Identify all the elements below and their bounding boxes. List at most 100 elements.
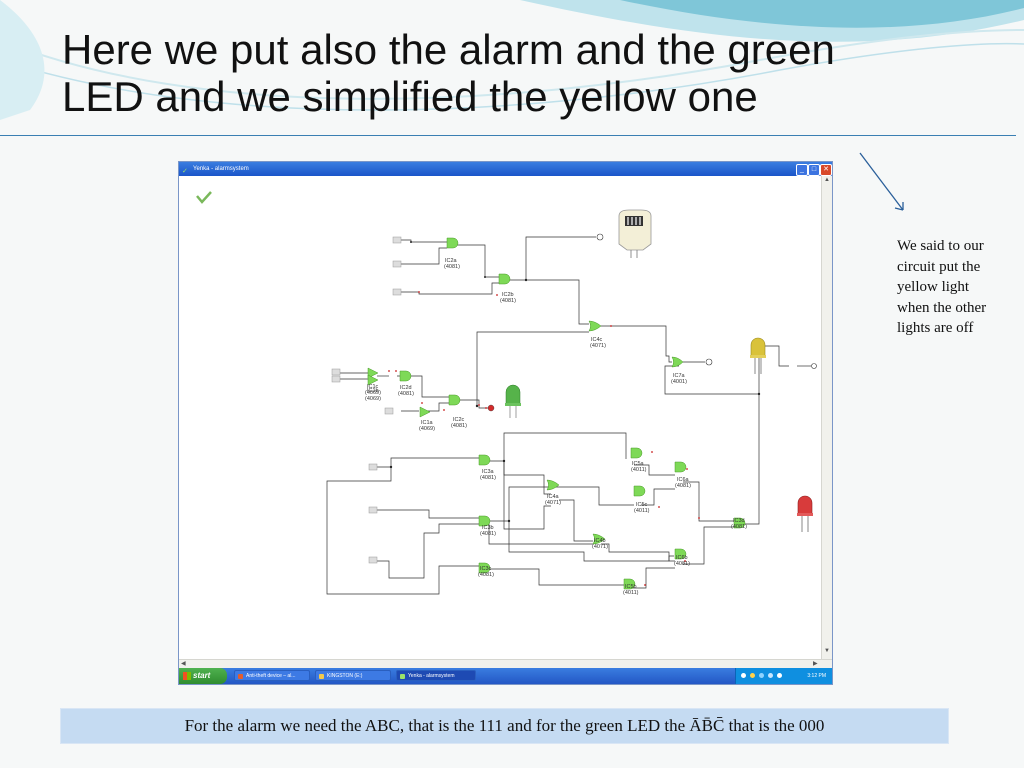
label-ic3d: IC3d [733,518,745,524]
scroll-up-icon[interactable]: ▲ [824,177,830,183]
gate-ic3d [733,517,746,529]
svg-text:(4081): (4081) [398,391,414,397]
title-divider [0,135,1016,136]
gate-ic5a [630,447,643,459]
yenka-window-screenshot: ✓ Yenka - alarmsystem _ □ ✕ [178,161,833,685]
label-ic6a: IC6a [677,477,690,483]
powerpoint-icon [238,674,243,679]
gate-ic2c [448,394,461,406]
device-icon[interactable] [777,673,782,678]
gate-ic3c [478,562,491,574]
svg-text:(4081): (4081) [480,475,496,481]
svg-text:(4081): (4081) [500,298,516,304]
annotation-arrow [859,152,904,211]
start-button[interactable]: start [179,668,227,684]
input-switches [331,236,402,564]
gate-ic2b [498,273,511,285]
label-ic4c: IC4c [591,337,603,343]
gate-ic1c [367,367,379,379]
svg-text:(4011): (4011) [623,590,639,596]
label-ic2c: IC2c [453,417,465,423]
antivirus-icon[interactable] [768,673,773,678]
taskbar-item-yenka[interactable]: Yenka - alarmsystem [396,670,476,681]
taskbar-item-powerpoint[interactable]: Anti-theft device – al... [234,670,310,681]
minimize-button[interactable]: _ [796,164,808,176]
red-output-terminal [811,363,817,369]
label-ic1c: IC1c [367,384,379,390]
gate-ic4c [588,320,602,332]
circuit-canvas[interactable]: IC2a(4081) IC2b(4081) IC4c(4071) IC7a(40… [179,176,822,659]
yenka-logo-icon [196,191,212,204]
svg-text:(4069): (4069) [365,390,381,396]
pin-markers [388,291,700,586]
windows-logo-icon [183,672,191,680]
label-ic5a: IC5a [632,461,645,467]
logic-gates [367,237,746,590]
window-title: Yenka - alarmsystem [193,166,249,172]
gate-ic1a [419,406,431,418]
yellow-led-icon [750,337,766,374]
svg-text:(4001): (4001) [671,379,687,385]
label-ic1a: IC1a [421,420,434,426]
gate-ic3a [478,454,491,466]
circuit-diagram: IC2a(4081) IC2b(4081) IC4c(4071) IC7a(40… [196,191,817,596]
folder-icon [319,674,324,679]
gate-ic2a [446,237,459,249]
alarm-output-terminal [596,233,604,241]
slide-title-line2: LED and we simplified the yellow one [62,73,758,120]
volume-icon[interactable] [759,673,764,678]
gate-ic3b [478,515,491,527]
svg-text:(4081): (4081) [675,483,691,489]
windows-taskbar: start Anti-theft device – al... KINGSTON… [179,668,832,684]
yenka-app-icon: ✓ [182,168,188,175]
network-icon[interactable] [750,673,755,678]
label-ic6b: IC6b [676,555,688,561]
scroll-left-icon[interactable]: ◀ [181,661,186,667]
label-ic7a: IC7a [673,373,686,379]
side-note: We said to our circuit put the yellow li… [897,238,987,336]
svg-text:(4011): (4011) [634,508,650,514]
scroll-right-icon[interactable]: ▶ [813,661,818,667]
label-ic2d: IC2d [400,385,412,391]
yellow-output-terminal [705,358,713,366]
svg-text:(4081): (4081) [451,423,467,429]
label-ic2b: IC2b [502,292,514,298]
svg-text:(4081): (4081) [478,572,494,578]
svg-text:(4011): (4011) [631,467,647,473]
taskbar-item-kingston[interactable]: KINGSTON (E:) [315,670,391,681]
label-ic3b: IC3b [482,525,494,531]
label-ic3a: IC3a [482,469,495,475]
label-ic2a: IC2a [445,258,458,264]
gate-ic1b [367,374,379,386]
slide-title: Here we put also the alarm and the green… [62,26,1002,120]
alarm-siren-icon [618,209,652,258]
caption-text: For the alarm we need the ABC, that is t… [184,716,825,735]
slide-title-line1: Here we put also the alarm and the green [62,26,835,73]
gate-ic5b [623,578,636,590]
clock: 3:12 PM [807,673,826,679]
gate-ic2d [399,370,412,382]
label-ic5c: IC5c [636,502,648,508]
horizontal-scrollbar[interactable]: ◀ ▶ [179,659,832,669]
label-ic4a: IC4a [547,494,560,500]
help-icon[interactable] [741,673,746,678]
svg-text:(4071): (4071) [545,500,561,506]
wire-junctions [389,241,761,523]
svg-text:(4071): (4071) [592,544,608,550]
caption-box: For the alarm we need the ABC, that is t… [60,708,949,744]
svg-text:(4081): (4081) [731,524,747,530]
vertical-scrollbar[interactable]: ▲ ▼ [821,176,832,659]
svg-text:(4071): (4071) [590,343,606,349]
scroll-down-icon[interactable]: ▼ [824,648,830,654]
circuit-wires [326,236,811,595]
gate-ic4b [592,533,606,545]
svg-text:(4081): (4081) [674,561,690,567]
gate-ic7a [671,356,684,368]
label-ic5b: IC5b [625,584,637,590]
close-button[interactable]: ✕ [820,164,832,176]
svg-text:(4081): (4081) [444,264,460,270]
window-title-bar: ✓ Yenka - alarmsystem _ □ ✕ [179,162,832,176]
label-ic4b: IC4b [594,538,606,544]
maximize-button[interactable]: □ [808,164,820,176]
svg-text:(4081): (4081) [480,531,496,537]
